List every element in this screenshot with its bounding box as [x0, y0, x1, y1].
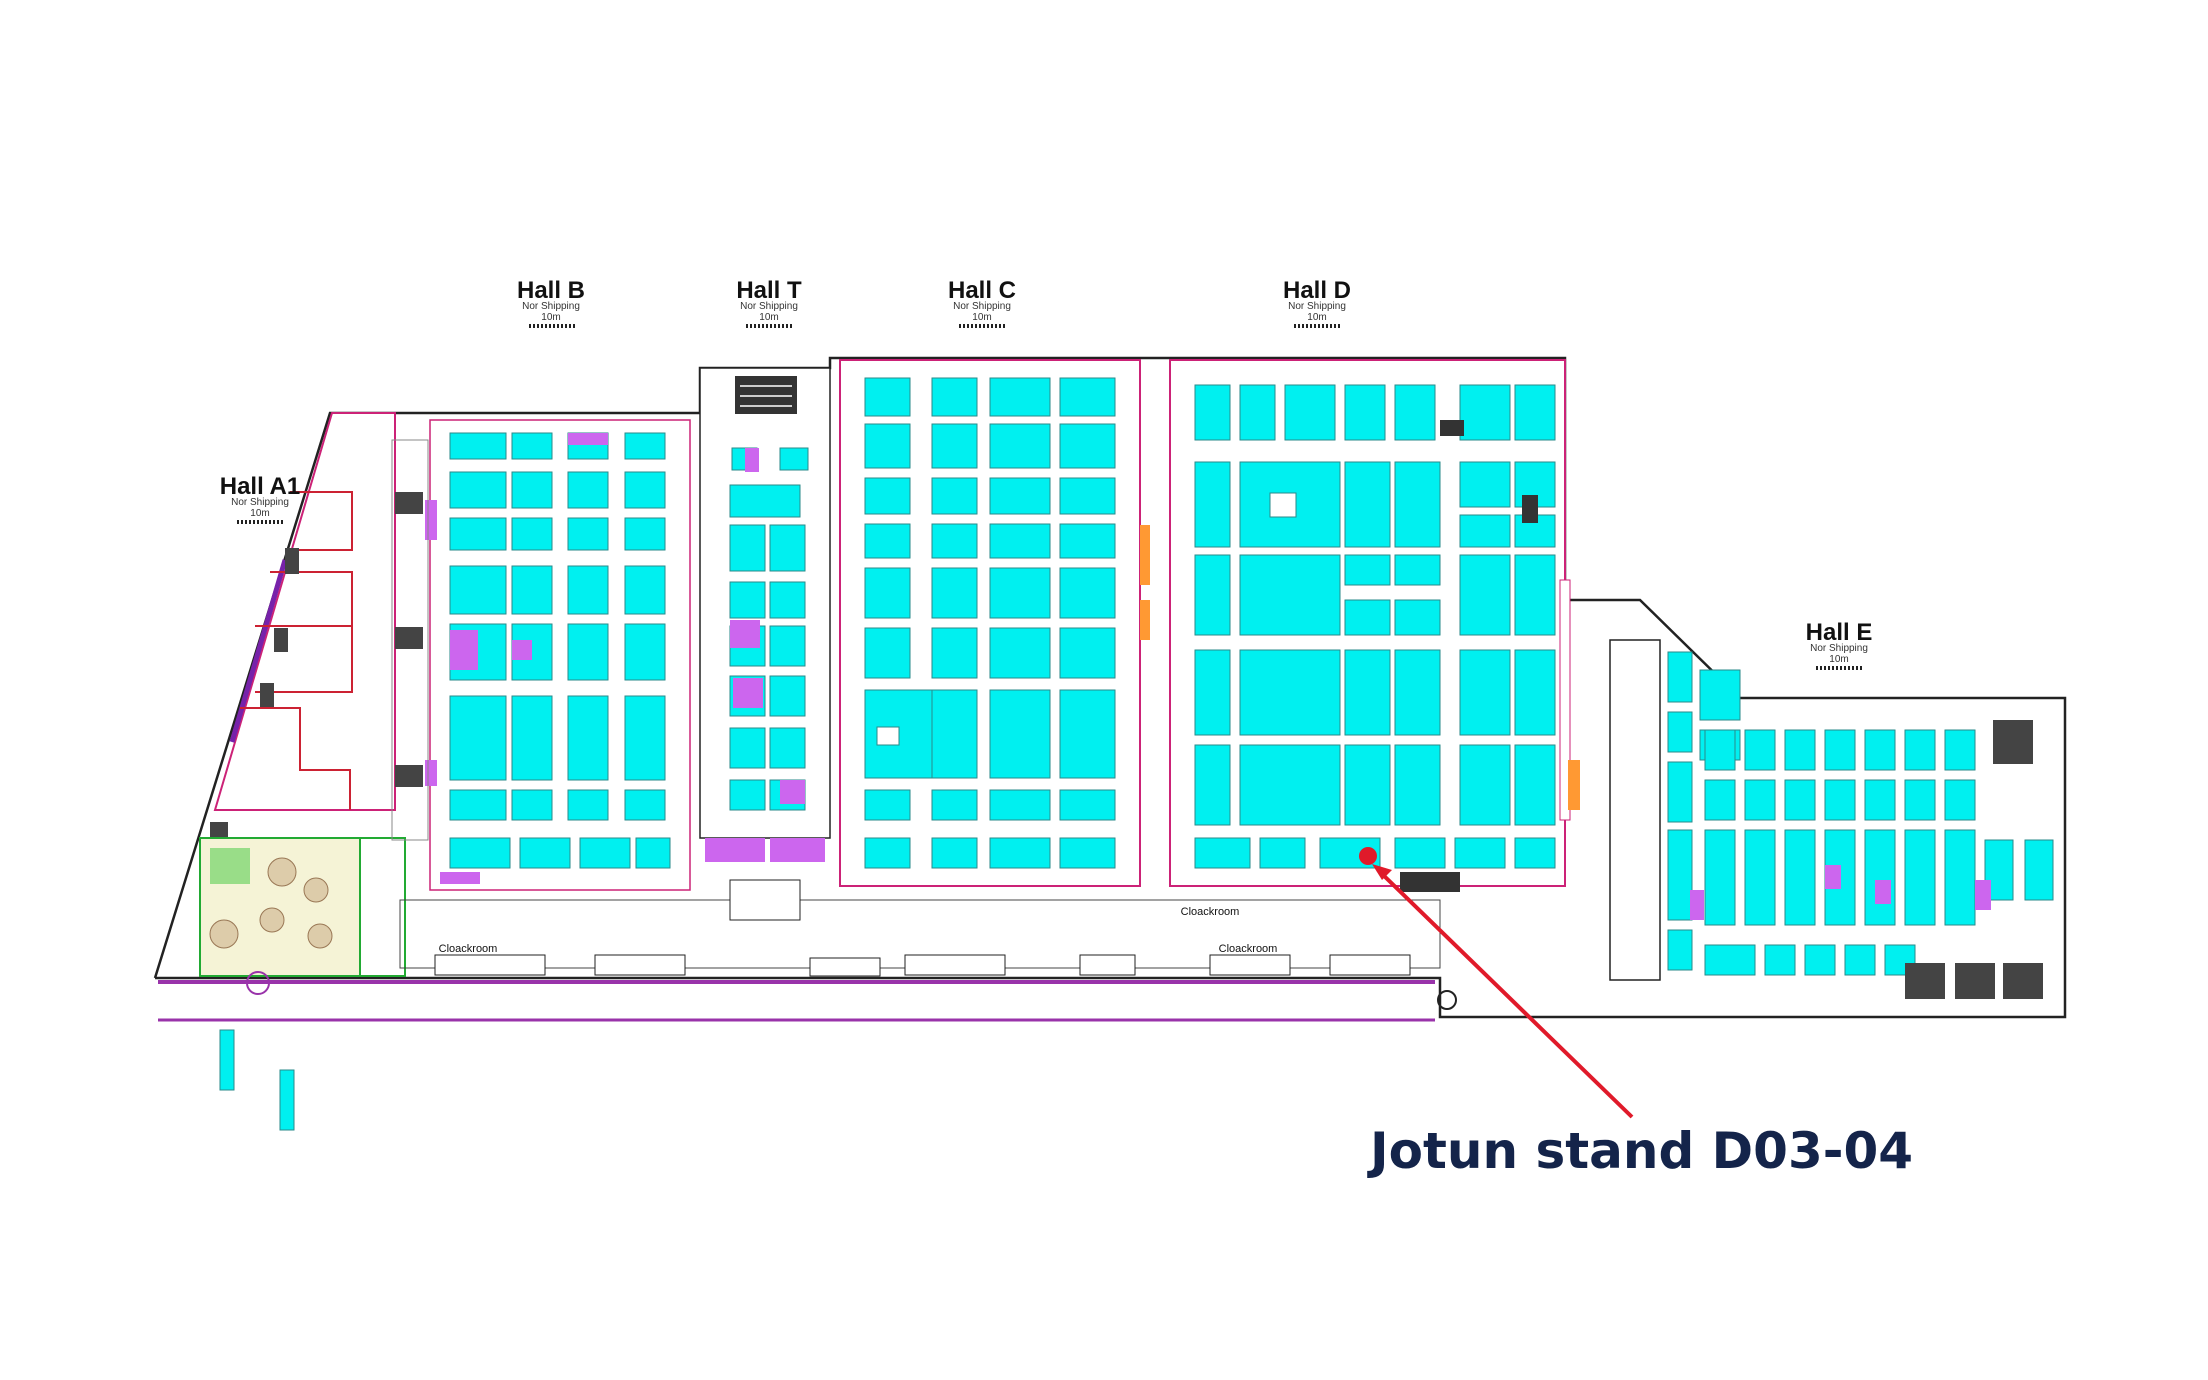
hall-e-area: [1609, 639, 2054, 999]
hall-height: 10m: [759, 312, 778, 323]
stand-marker: [1359, 847, 1377, 865]
hall-label-c: Hall C Nor Shipping 10m: [948, 277, 1016, 323]
hall-height: 10m: [1307, 312, 1326, 323]
cloakroom-label: Cloackroom: [1181, 906, 1240, 918]
hall-title: Hall C: [948, 277, 1016, 304]
hall-title: Hall A1: [220, 473, 300, 500]
hall-height: 10m: [1829, 654, 1848, 665]
hall-subtitle: Nor Shipping: [1288, 301, 1346, 312]
hall-subtitle: Nor Shipping: [231, 497, 289, 508]
hall-subtitle: Nor Shipping: [740, 301, 798, 312]
cloakroom-label: Cloackroom: [439, 943, 498, 955]
hall-height: 10m: [541, 312, 560, 323]
hall-label-e: Hall E Nor Shipping 10m: [1806, 619, 1873, 665]
hall-label-t: Hall T Nor Shipping 10m: [736, 277, 802, 323]
cloakroom-label: Cloackroom: [1219, 943, 1278, 955]
hall-height: 10m: [972, 312, 991, 323]
corridor-area: [158, 879, 1457, 1131]
hall-subtitle: Nor Shipping: [522, 301, 580, 312]
hall-title: Hall E: [1806, 619, 1873, 646]
hall-a1-area: [199, 412, 406, 977]
hall-t-area: [699, 367, 831, 862]
callout-arrowhead: [1372, 864, 1392, 880]
hall-c-area: [839, 359, 1150, 887]
hall-height: 10m: [250, 508, 269, 519]
hall-d-area: [1169, 359, 1580, 892]
hall-title: Hall B: [517, 277, 585, 304]
stand-callout-label: Jotun stand D03-04: [1367, 1122, 1913, 1180]
hall-subtitle: Nor Shipping: [1810, 643, 1868, 654]
hall-title: Hall T: [736, 277, 802, 304]
hall-b-area: [391, 419, 691, 891]
hall-subtitle: Nor Shipping: [953, 301, 1011, 312]
hall-label-d: Hall D Nor Shipping 10m: [1283, 277, 1351, 323]
hall-label-a1: Hall A1 Nor Shipping 10m: [220, 473, 300, 519]
hall-title: Hall D: [1283, 277, 1351, 304]
callout-arrow-line: [1376, 868, 1634, 1119]
hall-label-b: Hall B Nor Shipping 10m: [517, 277, 585, 323]
